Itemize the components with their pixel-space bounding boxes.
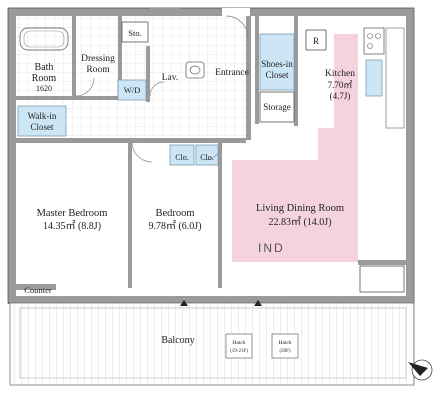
lavatory-fixtures [185,61,205,79]
kitchen-label: Kitchen [325,69,355,79]
hatch-a-label-2: (19-21F) [230,349,248,354]
balcony-label: Balcony [161,335,194,346]
bedroom-label: Bedroom [155,208,194,219]
living-area: 22.83㎡ (14.0J) [268,216,331,228]
bath-label-1: Bath [35,62,54,73]
kitchen-area: 7.70㎡ [328,80,353,90]
lav-label: Lav. [162,73,179,83]
watermark: IND [258,241,285,255]
walkin-label-1: Walk-in [28,111,57,121]
master-bedroom-label: Master Bedroom [37,208,108,219]
bath-label-2: Room [32,73,57,84]
bath-size: 1620 [36,84,52,93]
storage-area [259,91,295,123]
master-bedroom-area: 14.35㎡ (8.8J) [43,220,101,232]
closet-a-area [169,144,195,166]
entrance-label: Entrance [215,68,249,78]
walkin-label-2: Closet [30,122,54,132]
storage-label: Storage [263,102,291,112]
interior-walls [16,16,406,290]
washer-area [117,79,147,101]
counter-label: Counter [24,285,52,295]
shoes-label-2: Closet [265,70,289,80]
hatch-a-label-1: Hatch [232,340,245,346]
dressing-label-1: Dressing [81,54,115,64]
sto-label: Sto. [128,28,141,38]
refrigerator-label: R [313,36,319,46]
corner-window [359,265,405,293]
balcony-area [9,300,415,386]
floor-areas [16,16,406,288]
hatch-b-label-2: (20F) [279,349,290,354]
small-storage-area [121,21,149,43]
living-label: Living Dining Room [256,203,344,214]
hatch-b-label-1: Hatch [278,340,291,346]
shoes-label-1: Shoes-in [261,59,293,69]
bath-room [19,27,69,51]
wd-label: W/D [124,85,141,95]
kitchen-jo: (4.7J) [330,91,351,101]
closet-b-label: Clo. [200,153,214,162]
shoes-closet-area [259,33,295,91]
closet-a-label: Clo. [175,153,189,162]
room-labels: Bath Room 1620 Dressing Room Sto. W/D La… [24,28,355,354]
dressing-label-2: Room [86,65,110,75]
north-arrow-icon [408,359,433,381]
kitchen-fixtures [305,27,405,129]
closet-b-area [195,144,219,166]
walkin-closet-area [17,105,67,137]
bedroom-area: 9.78㎡ (6.0J) [148,220,201,232]
